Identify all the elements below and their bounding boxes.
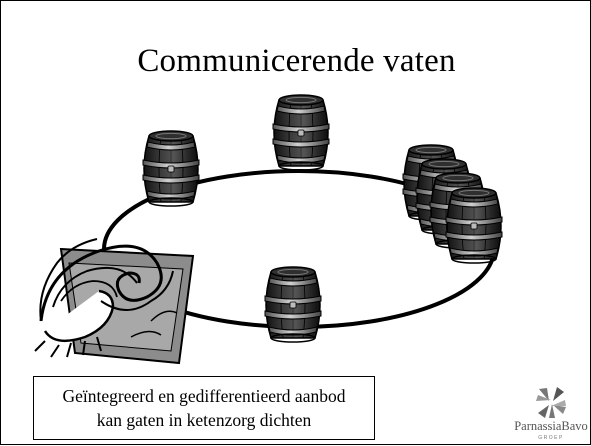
caption-box: Geïntegreerd en gedifferentieerd aanbod … [33,376,375,440]
barrel-upper-left [142,130,200,207]
logo-text: ParnassiaBavo [514,419,588,433]
barrel-bottom [264,266,322,343]
logo-mark-icon [536,387,566,418]
wave-icon [34,238,195,365]
parnassiabavo-logo: ParnassiaBavo GROEP [511,386,591,446]
logo-subtext: GROEP [538,435,564,441]
caption-line-1: Geïntegreerd en gedifferentieerd aanbod [62,386,346,406]
caption-line-2: kan gaten in ketenzorg dichten [96,410,312,430]
slide-title: Communicerende vaten [137,43,456,79]
barrel-stack-right [402,144,503,264]
barrel-top [272,94,330,171]
